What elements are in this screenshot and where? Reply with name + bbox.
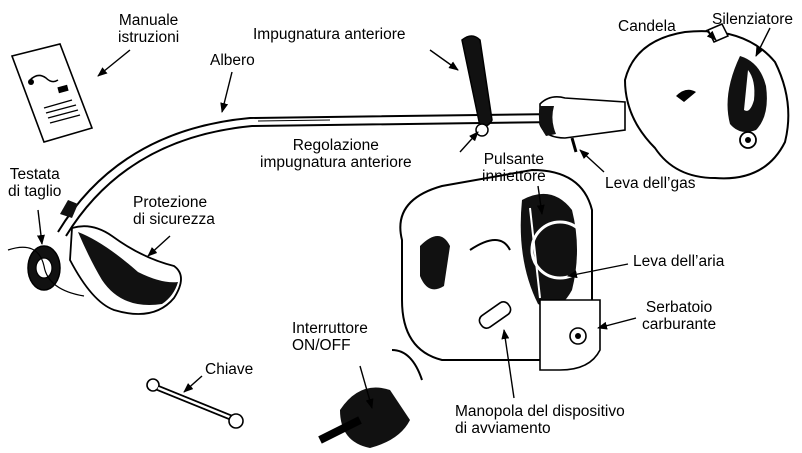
- engine-top: [625, 24, 788, 178]
- label-on-off-switch-line2: ON/OFF: [292, 337, 368, 354]
- label-front-handle-adjust-line2: impugnatura anteriore: [260, 154, 412, 171]
- label-front-handle-adjust: Regolazione impugnatura anteriore: [260, 137, 412, 171]
- label-manual: Manuale istruzioni: [118, 12, 179, 46]
- label-muffler: Silenziatore: [712, 11, 793, 28]
- label-front-handle-adjust-line1: Regolazione: [260, 137, 412, 154]
- engine-closeup: [400, 170, 600, 370]
- label-front-handle: Impugnatura anteriore: [253, 26, 406, 43]
- label-fuel-tank-line1: Serbatoio: [642, 299, 716, 316]
- manual-booklet: [12, 44, 92, 142]
- wrench: [147, 379, 243, 428]
- label-choke-lever: Leva dell’aria: [633, 253, 724, 270]
- label-primer-bulb-line2: inniettore: [482, 168, 546, 185]
- label-guard-line2: di sicurezza: [133, 211, 215, 228]
- label-on-off-switch: Interruttore ON/OFF: [292, 320, 368, 354]
- rear-grip: [539, 97, 625, 152]
- label-cutting-head-line1: Testata: [8, 166, 61, 183]
- label-primer-bulb-line1: Pulsante: [482, 151, 546, 168]
- label-manual-line2: istruzioni: [118, 29, 179, 46]
- label-cutting-head-line2: di taglio: [8, 183, 61, 200]
- label-guard: Protezione di sicurezza: [133, 194, 215, 228]
- label-starter-handle: Manopola del dispositivo di avviamento: [455, 403, 625, 437]
- label-cutting-head: Testata di taglio: [8, 166, 61, 200]
- label-primer-bulb: Pulsante inniettore: [482, 151, 546, 185]
- label-wrench: Chiave: [205, 361, 253, 378]
- lower-handle: [320, 350, 422, 448]
- label-guard-line1: Protezione: [133, 194, 215, 211]
- label-shaft: Albero: [210, 52, 255, 69]
- label-starter-handle-line1: Manopola del dispositivo: [455, 403, 625, 420]
- label-manual-line1: Manuale: [118, 12, 179, 29]
- front-handle: [462, 36, 492, 136]
- label-throttle-trigger: Leva dell’gas: [605, 175, 695, 192]
- label-starter-handle-line2: di avviamento: [455, 420, 625, 437]
- label-fuel-tank: Serbatoio carburante: [642, 299, 716, 333]
- label-fuel-tank-line2: carburante: [642, 316, 716, 333]
- label-on-off-switch-line1: Interruttore: [292, 320, 368, 337]
- label-spark-plug: Candela: [618, 18, 676, 35]
